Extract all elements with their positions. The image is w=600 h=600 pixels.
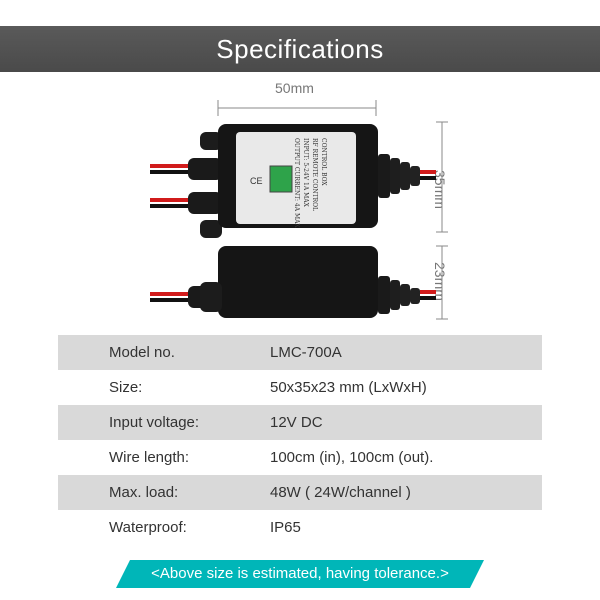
control-box-side-view <box>150 246 436 318</box>
spec-table: Model no. LMC-700A Size: 50x35x23 mm (Lx… <box>58 335 542 545</box>
page-title: Specifications <box>0 26 600 72</box>
width-dimension-label: 50mm <box>275 80 314 96</box>
spec-label: Size: <box>109 379 143 396</box>
product-photo: CONTROL BOX RF REMOTE CONTROL INPUT: 5-2… <box>150 100 448 320</box>
ce-mark: CE <box>250 176 263 186</box>
spec-row-model: Model no. LMC-700A <box>58 335 542 370</box>
label-line-1: CONTROL BOX <box>320 138 327 186</box>
label-line-4: OUTPUT CURRENT: 4A MAX <box>293 138 300 228</box>
control-box-top-view: CONTROL BOX RF REMOTE CONTROL INPUT: 5-2… <box>150 124 436 238</box>
spec-label: Input voltage: <box>109 414 200 431</box>
spec-row-size: Size: 50x35x23 mm (LxWxH) <box>58 370 542 405</box>
spec-row-waterproof: Waterproof: IP65 <box>58 510 542 545</box>
spec-value: IP65 <box>270 519 301 536</box>
spec-row-max-load: Max. load: 48W ( 24W/channel ) <box>58 475 542 510</box>
dimension-lines <box>217 100 448 320</box>
spec-value: 50x35x23 mm (LxWxH) <box>270 379 427 396</box>
spec-label: Wire length: <box>109 449 190 466</box>
spec-row-wire-length: Wire length: 100cm (in), 100cm (out). <box>58 440 542 475</box>
spec-value: LMC-700A <box>270 344 342 361</box>
spec-label: Model no. <box>109 344 175 361</box>
spec-label: Max. load: <box>109 484 179 501</box>
spec-value: 100cm (in), 100cm (out). <box>270 449 434 466</box>
spec-row-input-voltage: Input voltage: 12V DC <box>58 405 542 440</box>
label-line-3: INPUT: 5-24V 1A MAX <box>302 138 309 208</box>
spec-value: 48W ( 24W/channel ) <box>270 484 411 501</box>
tolerance-note: <Above size is estimated, having toleran… <box>116 560 484 588</box>
label-line-2: RF REMOTE CONTROL <box>311 138 318 211</box>
spec-label: Waterproof: <box>109 519 187 536</box>
spec-value: 12V DC <box>270 414 323 431</box>
